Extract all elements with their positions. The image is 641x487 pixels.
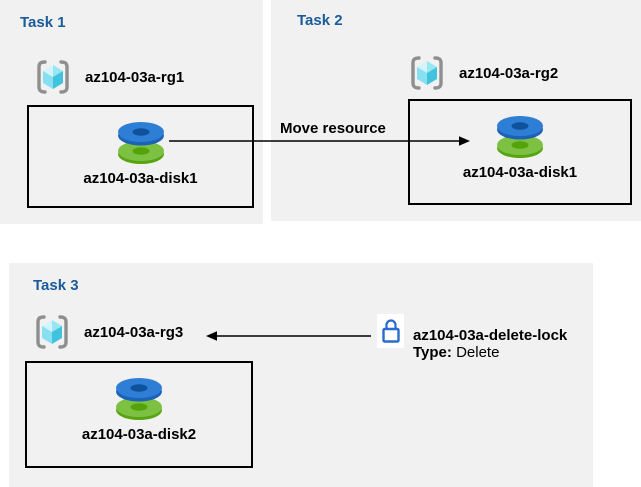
lock-icon [381, 319, 400, 343]
task3-title: Task 3 [33, 277, 79, 294]
task2-panel [271, 0, 641, 221]
lock-name-label: az104-03a-delete-lock [413, 327, 568, 344]
move-resource-label: Move resource [280, 120, 386, 137]
resource-group-row: az104-03a-rg2 [407, 53, 558, 93]
resource-box: az104-03a-disk1 [27, 105, 254, 208]
disk-label: az104-03a-disk1 [83, 170, 198, 187]
resource-group-icon [411, 56, 443, 90]
disk-label: az104-03a-disk1 [462, 164, 578, 181]
resource-group-label: az104-03a-rg2 [459, 64, 559, 82]
task1-title: Task 1 [20, 14, 66, 31]
resource-group-icon [37, 60, 69, 94]
resource-group-label: az104-03a-rg1 [85, 68, 185, 86]
resource-box: az104-03a-disk1 [408, 99, 632, 205]
disk-icon [116, 378, 162, 420]
resource-group-icon [36, 315, 68, 349]
lock-icon-background [377, 314, 404, 348]
resource-group-row: az104-03a-rg1 [33, 57, 184, 97]
resource-group-row: az104-03a-rg3 [32, 312, 183, 352]
task2-title: Task 2 [297, 12, 343, 29]
task1-panel [0, 0, 263, 224]
disk-icon [497, 116, 543, 158]
resource-box: az104-03a-disk2 [25, 361, 253, 468]
task3-panel [9, 263, 593, 487]
lock-type-value: Delete [456, 344, 500, 361]
disk-label: az104-03a-disk2 [81, 426, 197, 443]
lock-text-block: az104-03a-delete-lock Type: Delete [413, 327, 567, 361]
disk-icon [117, 122, 164, 164]
resource-group-label: az104-03a-rg3 [84, 323, 184, 341]
lock-type-label: Type: [413, 344, 452, 361]
lock-type-line: Type: Delete [413, 344, 567, 361]
